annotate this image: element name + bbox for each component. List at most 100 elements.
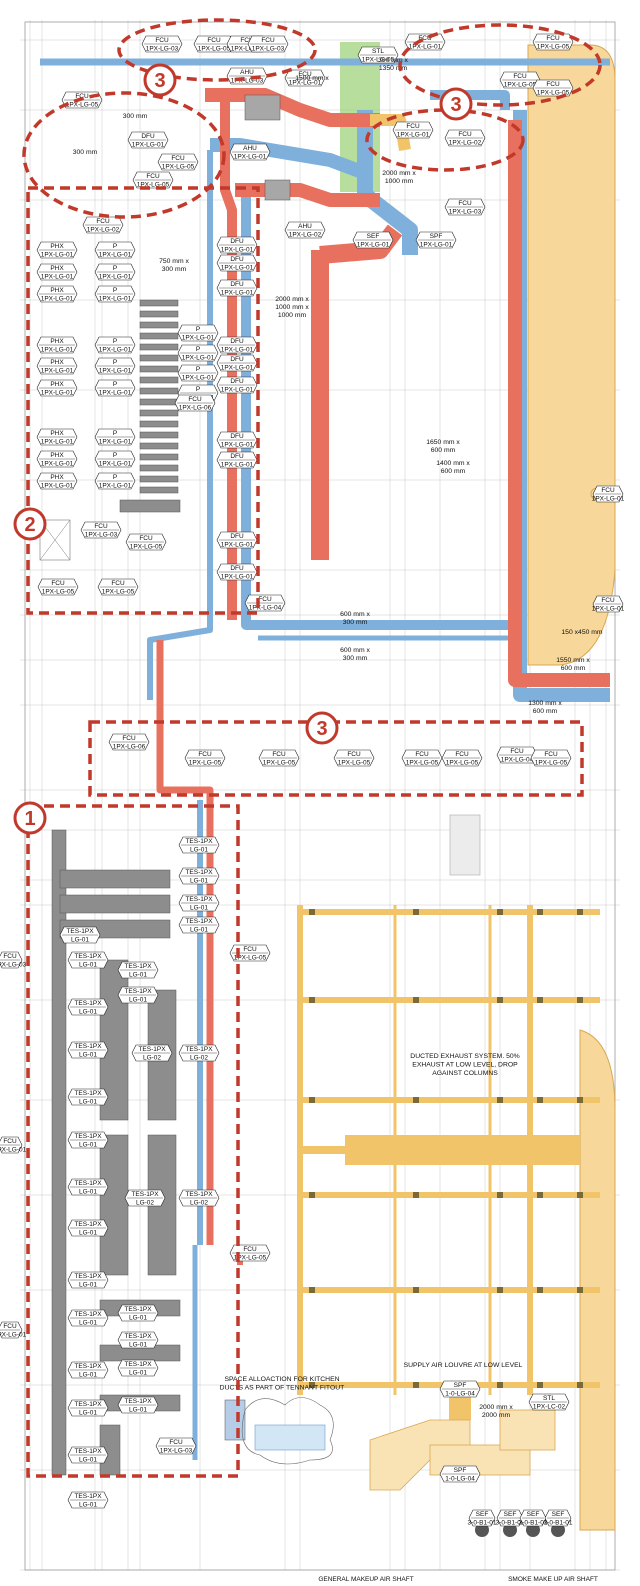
return-duct-ahu-riser <box>357 110 418 255</box>
building-outline <box>24 21 616 1571</box>
tag-type: P <box>113 265 117 272</box>
tag-type: SPF <box>454 1382 467 1389</box>
coil-stack <box>139 387 179 395</box>
duct-dimension: 300 mm <box>73 149 98 156</box>
tag-type: SEF <box>552 1511 565 1518</box>
exhaust-grille <box>577 1287 583 1293</box>
exhaust-grille <box>413 909 419 915</box>
hall-yellow-area-top <box>527 44 616 666</box>
tag-id: 1PX-LG-01 <box>99 296 132 303</box>
exhaust-grille <box>537 1097 543 1103</box>
supply-duct-low-left <box>156 640 214 1245</box>
tag-type: FCU <box>544 751 558 758</box>
tag-id: 1PX-LG-01 <box>182 355 215 362</box>
tag-id: 1PX-LG-05 <box>137 182 170 189</box>
tag-id: 1PX-LG-03 <box>85 532 118 539</box>
tag-id: 1PX-LG-03 <box>0 962 27 969</box>
tag-id: 1PX-LG-01 <box>221 387 254 394</box>
tag-type: TES-1PX <box>124 1398 152 1405</box>
tag-id: 1PX-LG-05 <box>234 1255 267 1262</box>
tag-id: 1PX-LG-05 <box>162 164 195 171</box>
tag-id: 1PX-LG-05 <box>102 589 135 596</box>
tag-id: 1-0-LG-04 <box>445 1391 475 1398</box>
dimension-text: 1650 mm x <box>426 439 460 446</box>
tag-id: LG-01 <box>79 1457 97 1464</box>
tag-type: SEF <box>504 1511 517 1518</box>
coil-stack <box>139 332 179 340</box>
tag-type: FCU <box>146 173 160 180</box>
tag-id: 1PX-LG-04 <box>501 757 534 764</box>
tag-type: DFU <box>230 533 244 540</box>
duct-dimension: 1500 mm x <box>295 75 329 82</box>
exhaust-grille <box>497 1192 503 1198</box>
kitchen-duct-block <box>224 1399 246 1441</box>
tag-id: 1PX-LG-01 <box>221 442 254 449</box>
tag-type: DFU <box>230 356 244 363</box>
tag-id: 1PX-LG-01 <box>182 335 215 342</box>
equipment-tag-spf: SPF 1-0-LG-04 <box>439 1380 481 1398</box>
tag-type: P <box>113 243 117 250</box>
exhaust-grille <box>537 1192 543 1198</box>
tag-type: P <box>113 338 117 345</box>
equipment-tag-tes-1px: TES-1PX LG-01 <box>117 1396 159 1414</box>
tag-type: TES-1PX <box>74 1133 102 1140</box>
tag-type: TES-1PX <box>74 1221 102 1228</box>
tag-id: LG-01 <box>79 1372 97 1379</box>
tag-id: 1PX-LG-01 <box>397 132 430 139</box>
tag-type: FCU <box>601 597 615 604</box>
tag-type: FCU <box>171 155 185 162</box>
exhaust-grille <box>497 997 503 1003</box>
tag-id: 1PX-LG-05 <box>189 760 222 767</box>
hall-yellow-area-bottom <box>579 1029 616 1531</box>
tag-id: LG-01 <box>79 1009 97 1016</box>
tag-id: 3-0-B1-01 <box>519 1520 548 1527</box>
equipment-tag-fcu: FCU 1PX-LG-05 <box>530 749 572 767</box>
zone-outline-ellipse <box>117 18 317 82</box>
tag-id: 1PX-LG-01 <box>41 296 74 303</box>
exhaust-grille <box>537 1287 543 1293</box>
exhaust-grille <box>309 997 315 1003</box>
shaft-label-right: SMOKE MAKE UP AIR SHAFT <box>508 1576 598 1583</box>
tag-id: 1PX-LG-05 <box>535 760 568 767</box>
tag-id: LG-01 <box>129 1407 147 1414</box>
dimension-text: 150 x450 mm <box>561 629 603 636</box>
tag-type: DFU <box>230 433 244 440</box>
tag-id: LG-01 <box>190 847 208 854</box>
tag-type: P <box>113 381 117 388</box>
shaded-areas <box>39 42 616 1531</box>
zone-marker-circle <box>13 507 47 541</box>
tag-type: PHX <box>50 287 64 294</box>
zone-outline-tes-room <box>26 804 240 1478</box>
tag-type: TES-1PX <box>124 988 152 995</box>
exhaust-grille <box>413 997 419 1003</box>
tag-id: 1PX-LG-01 <box>99 368 132 375</box>
tag-id: 1PX-LG-02 <box>289 232 322 239</box>
equipment-tag-fcu: FCU 1PX-LG-05 <box>132 171 174 189</box>
exhaust-grille <box>413 1192 419 1198</box>
dimension-text: 1000 mm x <box>275 304 309 311</box>
